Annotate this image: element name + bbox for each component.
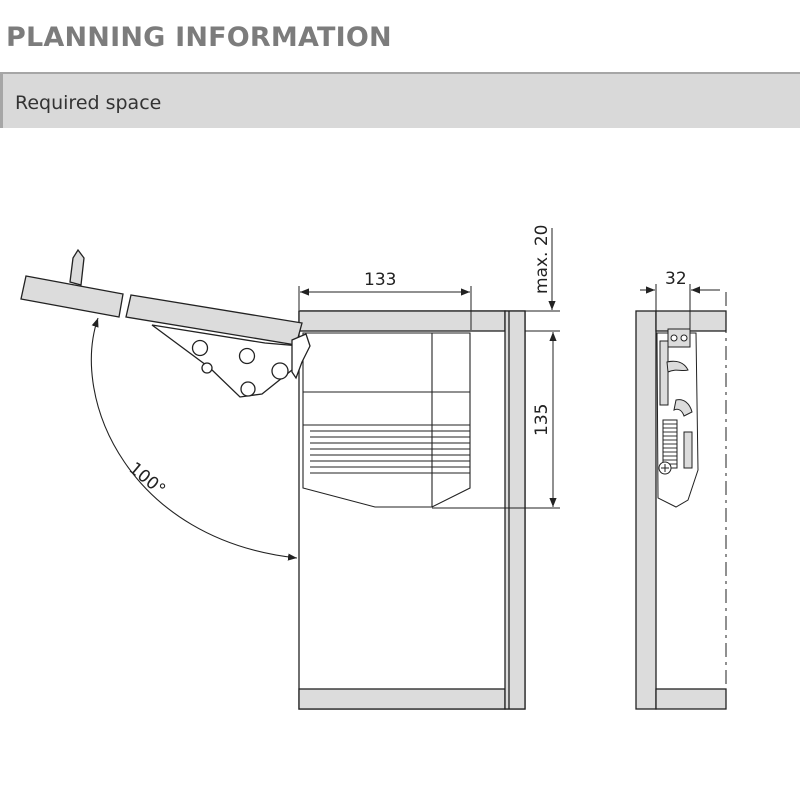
- side-width-dimension: 32: [640, 269, 720, 330]
- pivot-2: [238, 347, 256, 365]
- cabinet-door-edge: [504, 310, 526, 710]
- open-flap: [20, 248, 311, 398]
- cabinet-bottom-panel: [298, 688, 506, 710]
- height-value: 135: [532, 404, 552, 436]
- cabinet-top-panel: [298, 310, 506, 332]
- section-header-bar: Required space: [0, 72, 800, 128]
- pivot-4: [240, 381, 256, 397]
- top-clearance-dimension: max. 20: [525, 225, 560, 312]
- page-title: PLANNING INFORMATION: [6, 22, 392, 53]
- depth-dimension: 133: [298, 270, 472, 330]
- depth-value: 133: [364, 270, 396, 290]
- side-mechanism: [656, 328, 699, 508]
- side-wall: [635, 310, 657, 710]
- pivot-1: [191, 339, 209, 357]
- top-clearance-value: max. 20: [532, 225, 552, 294]
- section-title: Required space: [15, 92, 162, 114]
- lift-mechanism-housing: [302, 332, 471, 508]
- height-dimension: 135: [432, 330, 560, 509]
- side-top-panel: [655, 310, 727, 332]
- cabinet-side-view: [635, 292, 727, 710]
- side-bottom-panel: [655, 688, 727, 710]
- angle-label: 100°: [125, 459, 169, 501]
- pivot-3: [271, 362, 289, 380]
- side-width-value: 32: [665, 269, 687, 289]
- flap-panel-left: [20, 275, 124, 318]
- pivot-5: [201, 362, 213, 374]
- flap-handle: [69, 248, 85, 286]
